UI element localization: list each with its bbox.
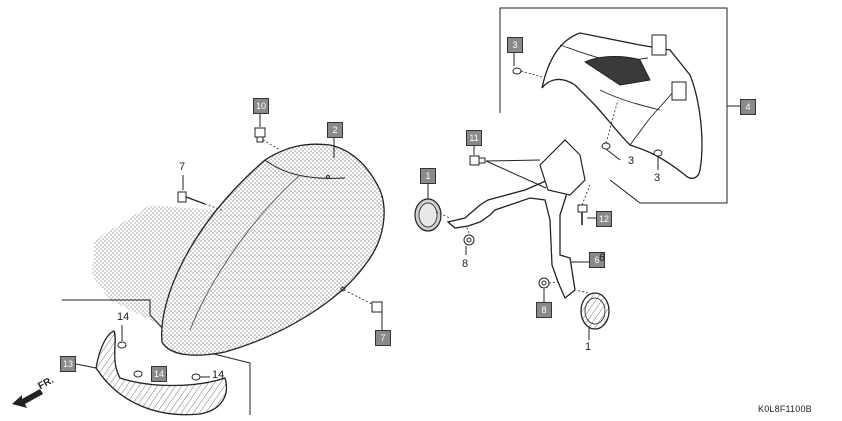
bolt-12	[577, 184, 591, 225]
front-arrow-icon	[12, 389, 43, 408]
tag-10: 10	[253, 98, 269, 114]
label-3-right: 3	[654, 172, 661, 184]
bolt-11	[469, 155, 486, 166]
tag-2: 2	[327, 122, 343, 138]
bolt-10	[254, 127, 281, 151]
tag-13: 13	[60, 356, 76, 372]
washer-14-a	[117, 341, 127, 349]
screw-7-left	[177, 191, 223, 211]
tag-12: 12	[596, 211, 612, 227]
nut-8-lower	[538, 277, 559, 289]
bolt-3-top	[512, 67, 546, 79]
fender-crease	[189, 174, 301, 331]
reflector-right	[575, 289, 610, 330]
leader	[485, 160, 547, 189]
washer-14-c	[191, 373, 201, 381]
tag-8: 8	[536, 302, 552, 318]
label-14-top: 14	[117, 311, 130, 323]
leader	[605, 148, 621, 161]
fender-hole	[340, 286, 346, 292]
reflector-left	[414, 198, 451, 232]
tag-4: 4	[740, 99, 756, 115]
diagram-code: K0L8F1100B	[758, 404, 812, 414]
leader	[75, 363, 97, 369]
label-1: 1	[585, 341, 592, 353]
label-3-mid: 3	[628, 155, 635, 167]
tag-6: 6	[589, 252, 605, 268]
label-14-right: 14	[212, 369, 225, 381]
washer-14-b	[133, 370, 143, 378]
tag-14: 14	[151, 366, 167, 382]
front-lower-cover	[95, 330, 227, 416]
screw-7-right	[347, 291, 383, 330]
inner-fender-dark	[583, 56, 651, 86]
fender-hole	[326, 175, 330, 179]
front-fender	[161, 143, 385, 356]
fender-connector	[651, 34, 667, 56]
tag-11: 11	[466, 130, 482, 146]
leader	[485, 159, 541, 162]
inner-fender	[541, 32, 703, 179]
nut-8-upper	[463, 225, 475, 246]
tag-1: 1	[420, 168, 436, 184]
label-8: 8	[462, 258, 469, 270]
stay-upper-block	[539, 139, 586, 196]
fender-connector	[671, 81, 687, 101]
tag-7: 7	[375, 330, 391, 346]
label-6: 6	[599, 252, 606, 264]
mounting-stay	[446, 177, 576, 300]
tag-3: 3	[507, 37, 523, 53]
bolt-3-right	[653, 149, 663, 157]
label-7: 7	[179, 161, 186, 173]
